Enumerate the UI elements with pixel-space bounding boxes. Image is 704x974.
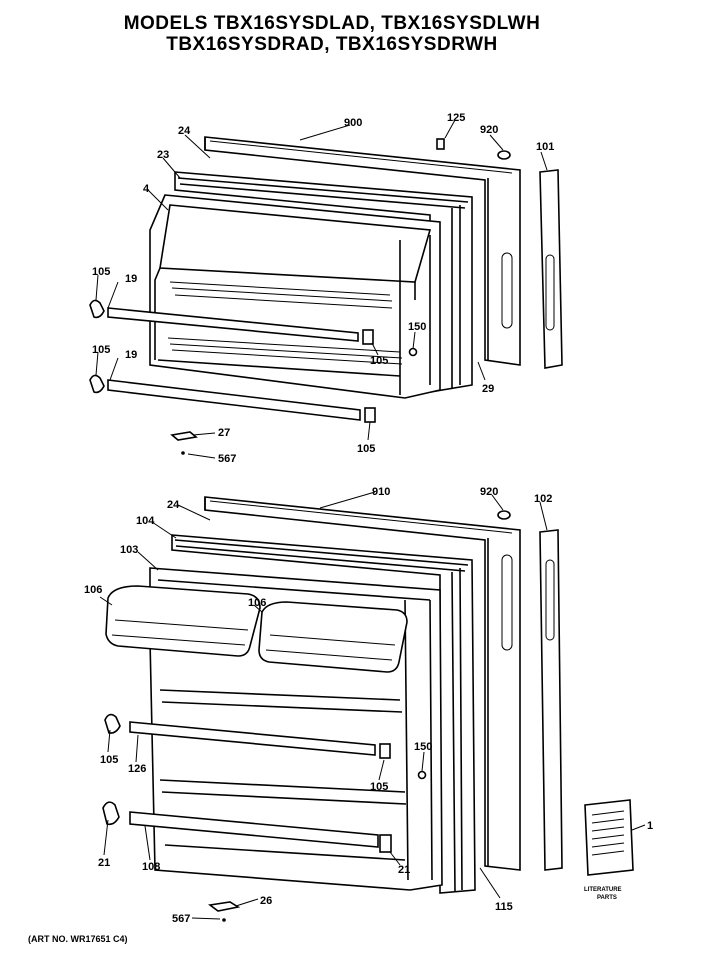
label-103: 103 [120,544,138,556]
label-24-lower: 24 [167,499,180,511]
art-number: (ART NO. WR17651 C4) [28,934,128,944]
freezer-shelf-bar-upper [107,307,359,342]
retainer-clip-21a [102,801,120,826]
screw-567-lower [222,918,226,922]
label-26: 26 [260,895,272,907]
retainer-clip-105a [89,299,105,319]
label-106b: 106 [248,597,266,609]
door-shelf-bar-126 [129,721,376,756]
fresh-food-outer-door-panel [204,496,521,871]
screw-567 [181,451,185,455]
label-567: 567 [218,453,236,465]
label-27: 27 [218,427,230,439]
label-101: 101 [536,141,554,153]
fresh-food-door-assembly: 910 920 102 24 104 103 106 106 105 126 1… [84,486,653,925]
label-104: 104 [136,515,155,527]
plug-920-lower [497,510,511,520]
label-1: 1 [647,820,653,832]
label-19a: 19 [125,273,137,285]
label-105a: 105 [92,266,110,278]
fresh-food-door-handle [539,529,563,871]
literature-label-line2: PARTS [597,895,617,901]
fresh-food-door-gasket [171,534,476,894]
label-105b: 105 [92,344,110,356]
plug-125 [436,138,445,150]
label-115: 115 [495,901,513,913]
retainer-clip-105b [89,374,105,394]
label-4: 4 [143,183,150,195]
label-29: 29 [482,383,494,395]
label-125: 125 [447,112,465,124]
label-106a: 106 [84,584,102,596]
plug-920 [497,150,511,160]
label-105d: 105 [357,443,375,455]
label-105-lower-left: 105 [100,754,118,766]
models-title-line1: MODELS TBX16SYSDLAD, TBX16SYSDLWH [123,13,541,34]
dairy-bin-right [258,601,408,673]
label-126: 126 [128,763,146,775]
screw-150 [408,347,418,357]
dairy-bin-left [105,585,261,657]
label-105c: 105 [370,355,388,367]
label-567-lower: 567 [172,913,190,925]
shelf-end-cap-105d [364,407,376,423]
door-shelf-bar-108 [129,811,379,848]
label-920: 920 [480,124,498,136]
label-105-lower-right: 105 [370,781,388,793]
freezer-outer-door-panel [204,136,521,366]
shelf-end-cap-105c [362,329,374,345]
label-102: 102 [534,493,552,505]
freezer-door-handle [539,169,563,369]
shelf-end-cap-105f [379,743,391,759]
label-150: 150 [408,321,426,333]
label-150-lower: 150 [414,741,432,753]
door-stop-27 [170,431,198,441]
label-19b: 19 [125,349,137,361]
label-900: 900 [344,117,362,129]
label-920-lower: 920 [480,486,498,498]
screw-150-lower [417,770,427,780]
shelf-end-cap-21b [379,834,392,853]
freezer-shelf-bar-lower [107,379,361,421]
label-24: 24 [178,125,191,137]
freezer-door-assembly: 900 125 920 101 24 23 4 105 19 105 19 15… [89,112,563,465]
label-108: 108 [142,861,160,873]
retainer-clip-105e [104,713,121,734]
label-910: 910 [372,486,390,498]
models-title-line2: TBX16SYSDRAD, TBX16SYSDRWH [166,34,498,55]
literature-packet [584,799,634,876]
label-21a: 21 [98,857,110,869]
label-21b: 21 [398,864,410,876]
literature-label-line1: LITERATURE [584,887,622,893]
freezer-door-liner [149,194,441,399]
door-stop-26 [207,901,241,912]
label-23: 23 [157,149,169,161]
